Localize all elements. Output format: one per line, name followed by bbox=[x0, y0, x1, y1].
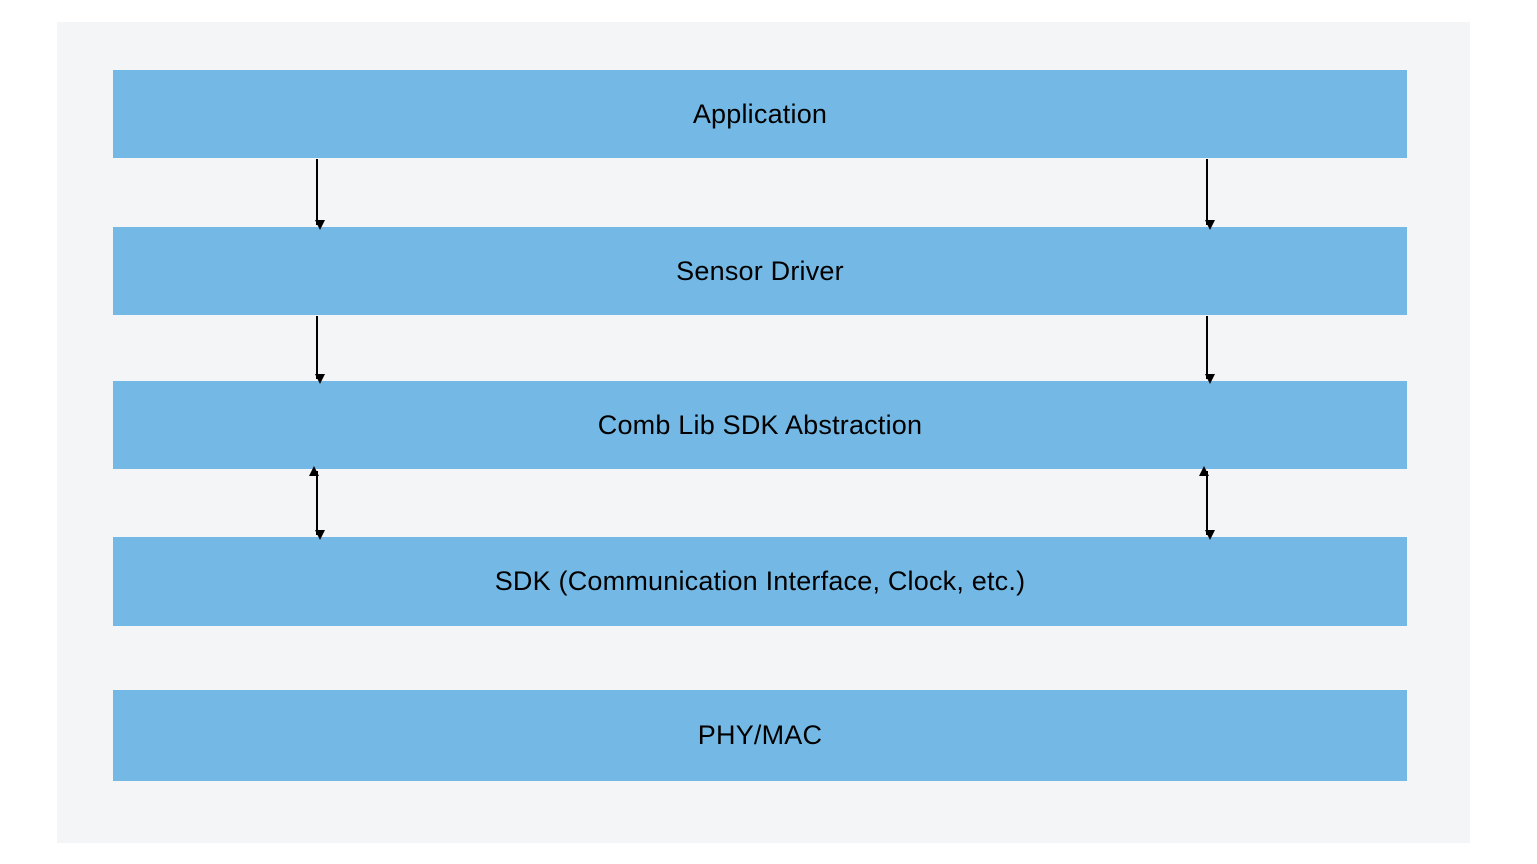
layer-comb-lib-sdk-abstraction: Comb Lib SDK Abstraction bbox=[113, 381, 1407, 469]
layer-sdk: SDK (Communication Interface, Clock, etc… bbox=[113, 537, 1407, 626]
layer-comb-lib-sdk-abstraction-label: Comb Lib SDK Abstraction bbox=[597, 409, 923, 440]
layer-phy-mac-label: PHY/MAC bbox=[697, 720, 823, 750]
layer-phy-mac: PHY/MAC bbox=[113, 690, 1407, 781]
layer-application-label: Application bbox=[692, 98, 828, 129]
layer-application: Application bbox=[113, 70, 1407, 158]
layer-sdk-label: SDK (Communication Interface, Clock, etc… bbox=[494, 566, 1026, 596]
layer-sensor-driver: Sensor Driver bbox=[113, 227, 1407, 315]
layer-sensor-driver-label: Sensor Driver bbox=[676, 255, 844, 286]
